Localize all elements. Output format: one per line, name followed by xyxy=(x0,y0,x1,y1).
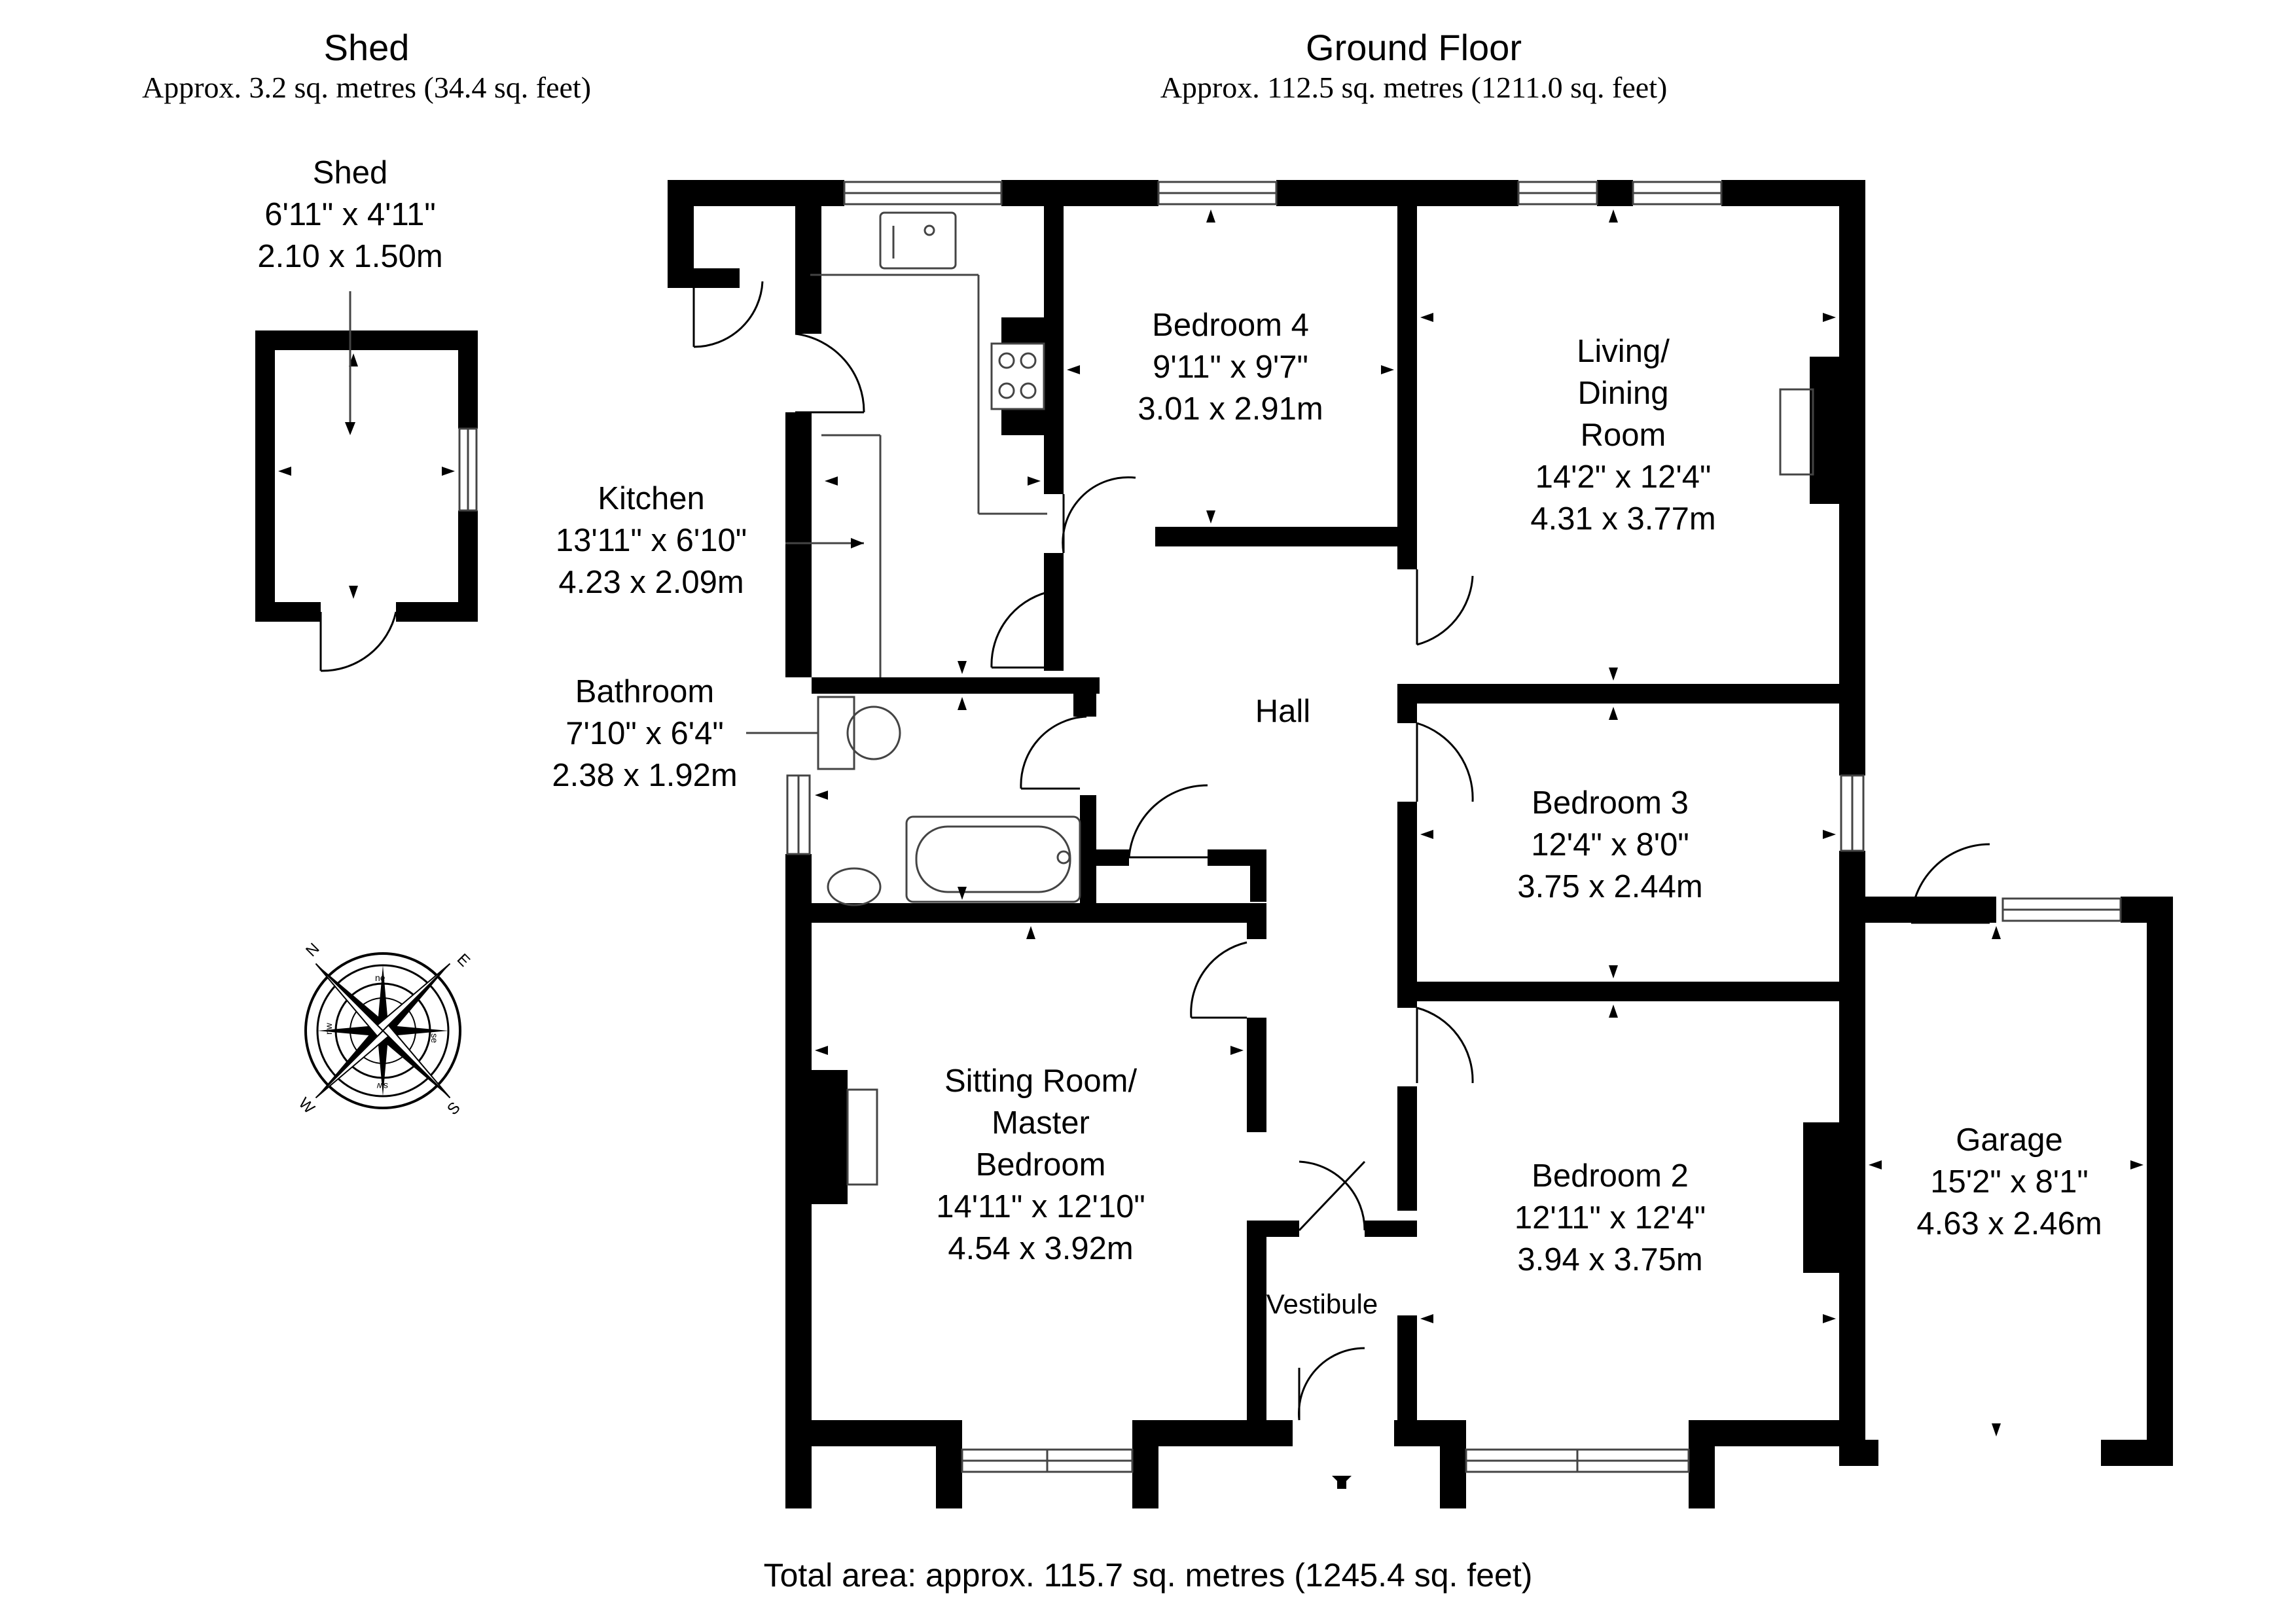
bathroom-label: Bathroom 7'10" x 6'4" 2.38 x 1.92m xyxy=(514,671,776,796)
compass-ne: ne xyxy=(375,972,386,983)
room-metric: 4.63 x 2.46m xyxy=(1916,1206,2102,1241)
bedroom-2-label: Bedroom 2 12'11" x 12'4" 3.94 x 3.75m xyxy=(1479,1155,1741,1281)
room-name-line-1: Living/ xyxy=(1577,334,1670,369)
total-area: Total area: approx. 115.7 sq. metres (12… xyxy=(763,1557,1533,1594)
compass-se: se xyxy=(429,1033,440,1043)
compass-e: E xyxy=(454,950,473,970)
room-imperial: 12'11" x 12'4" xyxy=(1514,1200,1706,1236)
bedroom-3-label: Bedroom 3 12'4" x 8'0" 3.75 x 2.44m xyxy=(1479,782,1741,908)
ground-floor-header-title: Ground Floor xyxy=(1306,27,1522,68)
compass-rose-icon: N E S W ne se sw nw xyxy=(295,940,473,1118)
room-name: Hall xyxy=(1255,694,1311,729)
exterior-walls xyxy=(668,180,2173,1508)
room-name-line-2: Dining xyxy=(1577,376,1669,411)
room-imperial: 9'11" x 9'7" xyxy=(1153,349,1308,385)
room-name: Bedroom 3 xyxy=(1532,785,1689,821)
room-imperial: 6'11" x 4'11" xyxy=(264,197,436,232)
room-name-line-1: Sitting Room/ xyxy=(944,1063,1138,1099)
compass-nw: nw xyxy=(323,1022,334,1035)
shed-window xyxy=(458,427,478,512)
ground-floor-header-area: Approx. 112.5 sq. metres (1211.0 sq. fee… xyxy=(1160,71,1668,104)
shed-label: Shed 6'11" x 4'11" 2.10 x 1.50m xyxy=(219,152,481,277)
room-name-line-3: Bedroom xyxy=(975,1147,1106,1183)
shed-header-title: Shed xyxy=(323,27,410,68)
compass-sw: sw xyxy=(376,1081,388,1092)
garage-label: Garage 15'2" x 8'1" 4.63 x 2.46m xyxy=(1885,1119,2134,1245)
fixtures xyxy=(810,211,1814,1186)
leader-arrowheads xyxy=(345,422,864,548)
ground-floor-header: Ground Floor Approx. 112.5 sq. metres (1… xyxy=(1086,26,1741,106)
shed-header: Shed Approx. 3.2 sq. metres (34.4 sq. fe… xyxy=(105,26,628,106)
room-metric: 3.75 x 2.44m xyxy=(1517,869,1703,904)
hall-label: Hall xyxy=(1217,690,1348,732)
room-metric: 2.10 x 1.50m xyxy=(257,239,443,274)
room-metric: 3.01 x 2.91m xyxy=(1138,391,1323,427)
room-imperial: 15'2" x 8'1" xyxy=(1930,1164,2089,1200)
room-imperial: 13'11" x 6'10" xyxy=(555,523,747,558)
room-name: Bedroom 4 xyxy=(1152,308,1309,343)
room-metric: 4.23 x 2.09m xyxy=(558,565,744,600)
interior-walls xyxy=(812,206,1865,1446)
living-dining-label: Living/ Dining Room 14'2" x 12'4" 4.31 x… xyxy=(1492,330,1754,540)
room-imperial: 14'11" x 12'10" xyxy=(936,1189,1145,1224)
sitting-room-label: Sitting Room/ Master Bedroom 14'11" x 12… xyxy=(897,1060,1185,1270)
vestibule-label: Vestibule xyxy=(1257,1287,1388,1321)
compass-n: N xyxy=(302,940,323,960)
shed-header-area: Approx. 3.2 sq. metres (34.4 sq. feet) xyxy=(141,71,592,104)
room-metric: 2.38 x 1.92m xyxy=(552,758,738,793)
room-name-line-3: Room xyxy=(1580,418,1666,453)
room-name: Garage xyxy=(1956,1122,2063,1158)
room-imperial: 7'10" x 6'4" xyxy=(565,716,724,751)
room-name-line-2: Master xyxy=(992,1105,1090,1141)
room-metric: 4.54 x 3.92m xyxy=(948,1231,1134,1266)
shed-door-swing xyxy=(319,611,397,672)
room-metric: 3.94 x 3.75m xyxy=(1517,1242,1703,1277)
room-name: Bedroom 2 xyxy=(1532,1158,1689,1194)
room-name: Kitchen xyxy=(598,481,705,516)
room-name: Shed xyxy=(312,155,388,190)
room-metric: 4.31 x 3.77m xyxy=(1530,501,1716,537)
room-imperial: 12'4" x 8'0" xyxy=(1531,827,1689,863)
shed-structure xyxy=(255,330,478,622)
kitchen-label: Kitchen 13'11" x 6'10" 4.23 x 2.09m xyxy=(520,478,782,603)
compass-w: W xyxy=(295,1094,318,1117)
measurement-markers xyxy=(278,209,2144,1489)
room-name: Vestibule xyxy=(1266,1289,1378,1319)
room-imperial: 14'2" x 12'4" xyxy=(1535,459,1712,495)
compass-s: S xyxy=(444,1099,463,1118)
bedroom-4-label: Bedroom 4 9'11" x 9'7" 3.01 x 2.91m xyxy=(1100,304,1361,430)
door-swings xyxy=(692,281,1990,1421)
room-name: Bathroom xyxy=(575,674,715,709)
windows xyxy=(786,181,2122,1473)
